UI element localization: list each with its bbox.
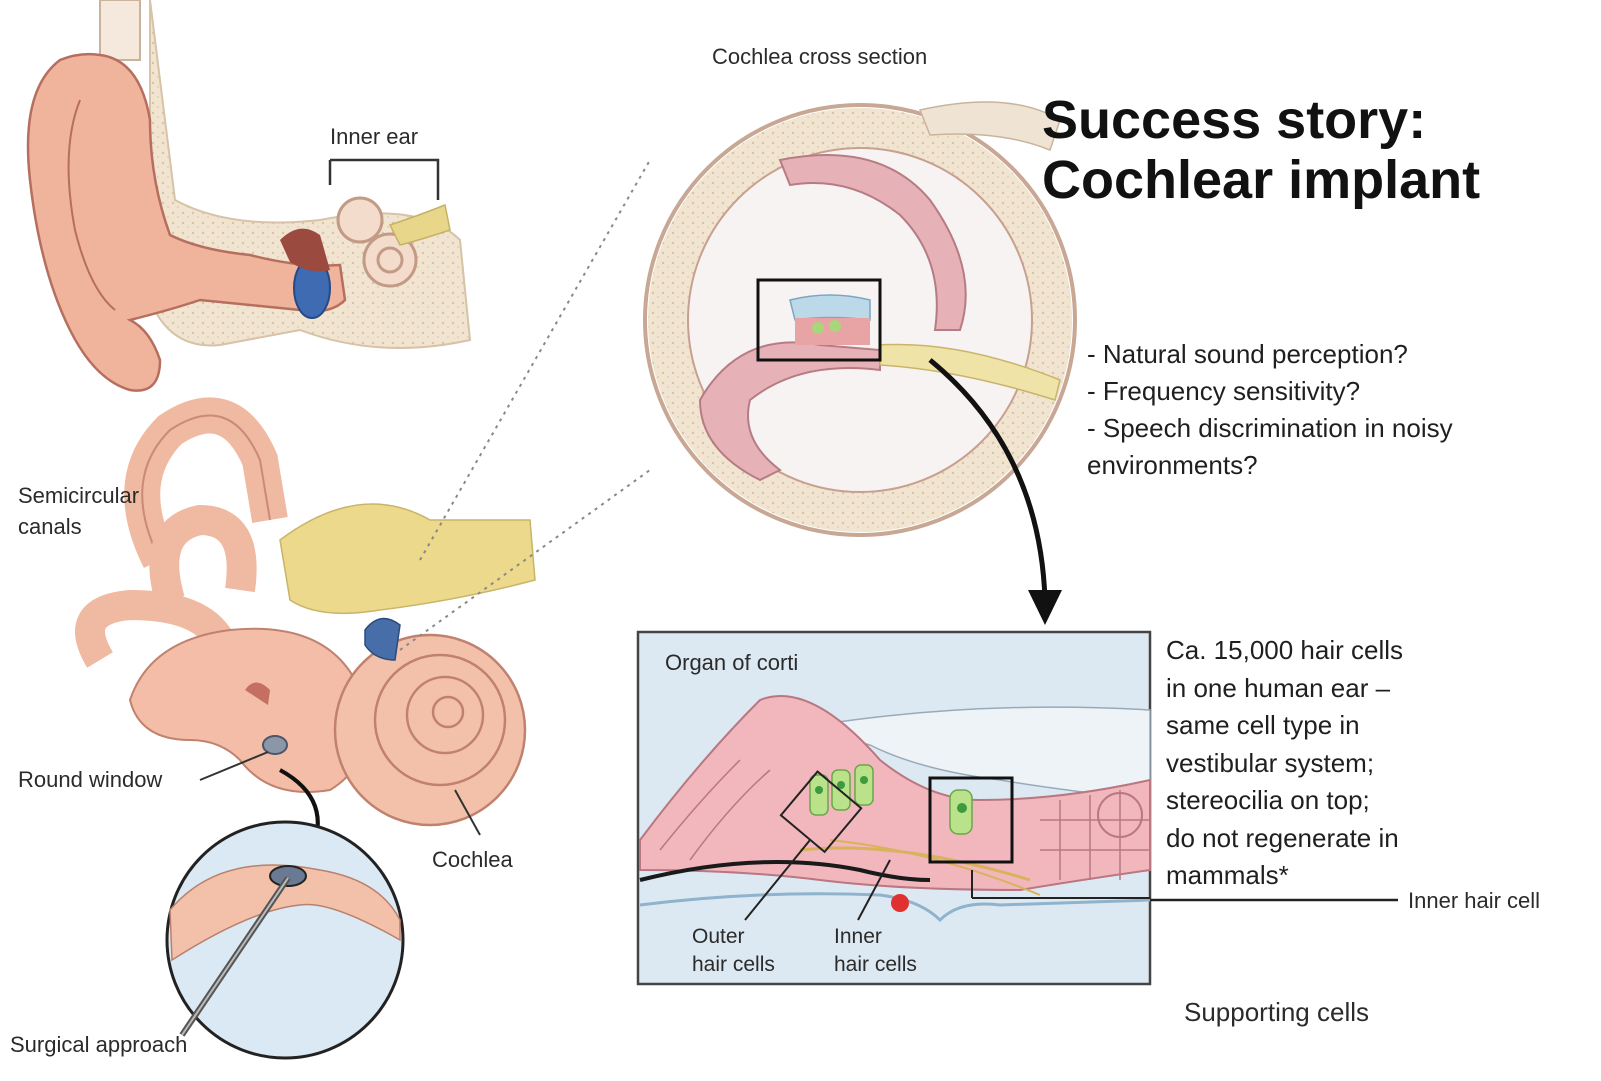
question-item: - Frequency sensitivity? [1087,373,1453,410]
page-title: Success story: Cochlear implant [1042,90,1480,210]
surgical-approach-label: Surgical approach [10,1032,187,1058]
inner-hair-cell-label: Inner hair cell [1408,888,1540,914]
cochlea-label: Cochlea [432,847,513,873]
fact-line: Ca. 15,000 hair cells [1166,632,1403,670]
questions-list: - Natural sound perception? - Frequency … [1087,336,1453,484]
organ-of-corti-label: Organ of corti [665,650,798,676]
fact-line: do not regenerate in [1166,820,1403,858]
outer-hair-cells-label-line2: hair cells [692,952,775,978]
cochlea-cross-section-drawing [645,102,1075,625]
outer-ear-drawing [28,0,470,391]
inner-hair-cells-label-line2: hair cells [834,952,917,978]
fact-line: in one human ear – [1166,670,1403,708]
semicircular-canals-label-line1: Semicircular [18,483,139,509]
semicircular-canals-label-line2: canals [18,514,82,540]
fact-line: mammals* [1166,857,1403,895]
title-line-2: Cochlear implant [1042,150,1480,210]
supporting-cells-label: Supporting cells [1184,997,1369,1027]
fact-line: vestibular system; [1166,745,1403,783]
fact-line: stereocilia on top; [1166,782,1403,820]
question-item: - Natural sound perception? [1087,336,1453,373]
inner-ear-drawing [90,415,535,1058]
title-line-1: Success story: [1042,90,1480,150]
hair-cell-facts: Ca. 15,000 hair cells in one human ear –… [1166,632,1403,895]
question-item: - Speech discrimination in noisy [1087,410,1453,447]
cochlea-cross-section-label: Cochlea cross section [712,44,927,70]
question-item: environments? [1087,447,1453,484]
inner-hair-cells-label-line1: Inner [834,924,882,950]
fact-line: same cell type in [1166,707,1403,745]
round-window-label: Round window [18,767,162,793]
outer-hair-cells-label-line1: Outer [692,924,745,950]
inner-ear-label: Inner ear [330,124,418,150]
